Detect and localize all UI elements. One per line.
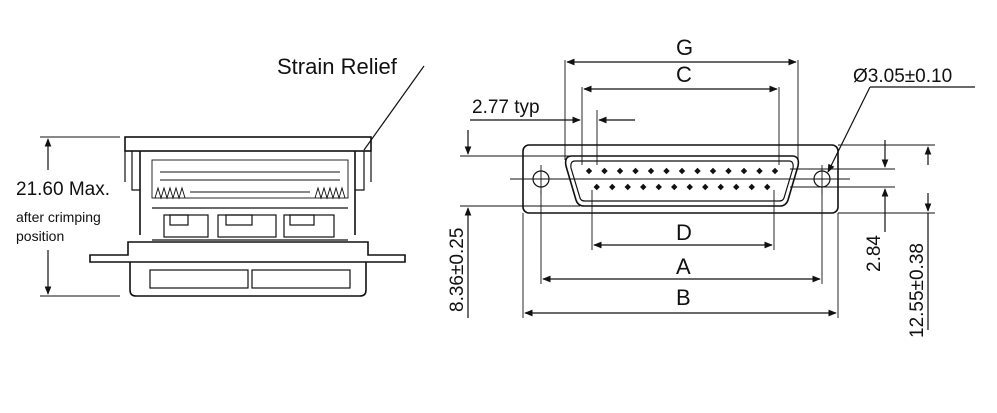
contact-pin — [640, 183, 647, 191]
dim-c-label: C — [676, 62, 692, 87]
contact-pin — [632, 167, 639, 175]
contact-pin — [663, 167, 670, 175]
strain-relief-label: Strain Relief — [277, 54, 398, 79]
strain-relief-cap — [124, 136, 372, 152]
pin-pitch-label: 2.77 typ — [472, 97, 540, 118]
contact-pin — [748, 183, 755, 191]
height-note-line1: after crimping — [16, 209, 101, 225]
contact-pin — [601, 167, 608, 175]
contact-pin — [756, 167, 763, 175]
dim-d-label: D — [676, 220, 692, 245]
front-view: G C 2.77 typ Ø3.05±0.10 D A B 8.36±0.25 — [447, 35, 975, 338]
connector-shell — [129, 262, 367, 297]
contact-pin — [771, 167, 779, 175]
row-spacing-label: 2.84 — [864, 235, 885, 272]
pin-array — [585, 167, 779, 191]
contact-pin — [694, 167, 701, 175]
dim-b-label: B — [676, 285, 691, 310]
contact-pin — [764, 183, 771, 191]
height-dimension: 21.60 Max. — [16, 179, 110, 200]
dim-a-label: A — [676, 254, 691, 279]
contact-pin — [702, 183, 709, 191]
contact-pin — [725, 167, 732, 175]
strain-relief-leader — [363, 65, 425, 151]
contact-pin — [655, 183, 662, 191]
hole-diameter-label: Ø3.05±0.10 — [853, 66, 952, 87]
dim-g-label: G — [676, 35, 693, 60]
contact-pin — [678, 167, 686, 175]
contact-pin — [609, 183, 616, 191]
contact-pin — [709, 167, 717, 175]
contact-pin — [624, 183, 631, 191]
contact-pin — [717, 183, 724, 191]
contact-pin — [593, 183, 600, 191]
contact-pin — [740, 167, 748, 175]
contact-pin — [733, 183, 740, 191]
side-view: Strain Relief — [16, 54, 425, 297]
contact-pin — [616, 167, 624, 175]
mounting-flange — [89, 241, 406, 263]
total-height-label: 12.55±0.38 — [907, 243, 928, 338]
contact-pin — [671, 183, 678, 191]
contact-pin — [686, 183, 693, 191]
height-note-line2: position — [16, 228, 64, 244]
contact-pin — [647, 167, 655, 175]
d-sub-shell — [564, 155, 800, 207]
contact-pin — [585, 167, 593, 175]
flange-height-label: 8.36±0.25 — [447, 228, 468, 312]
